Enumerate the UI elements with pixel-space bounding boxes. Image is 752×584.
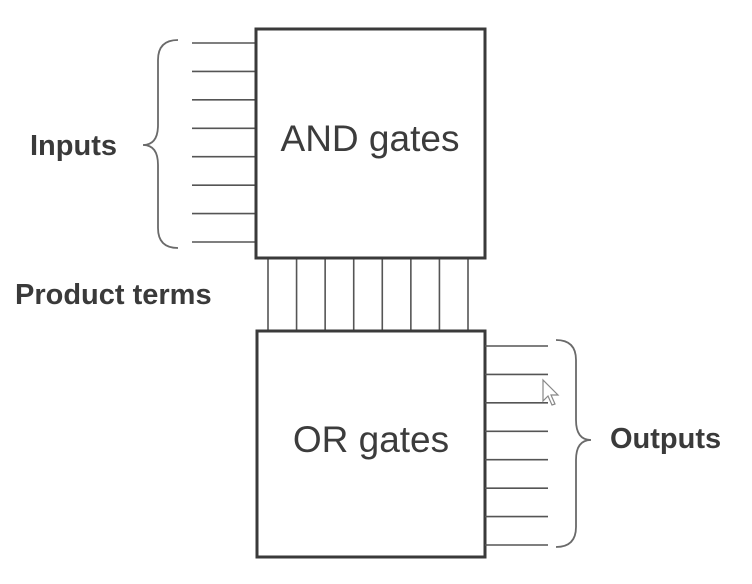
product-term-lines bbox=[267, 258, 469, 331]
mouse-cursor-icon bbox=[542, 378, 560, 406]
and-gates-label: AND gates bbox=[281, 118, 460, 159]
outputs-brace bbox=[555, 339, 592, 548]
or-gates-label: OR gates bbox=[293, 419, 449, 460]
inputs-brace bbox=[142, 39, 179, 249]
and-gates-block bbox=[254, 27, 487, 260]
product-terms-label: Product terms bbox=[15, 279, 212, 311]
or-gates-block bbox=[255, 329, 487, 559]
input-lines bbox=[192, 42, 256, 243]
outputs-label: Outputs bbox=[610, 423, 721, 455]
output-lines bbox=[485, 345, 548, 546]
inputs-label: Inputs bbox=[30, 130, 117, 162]
